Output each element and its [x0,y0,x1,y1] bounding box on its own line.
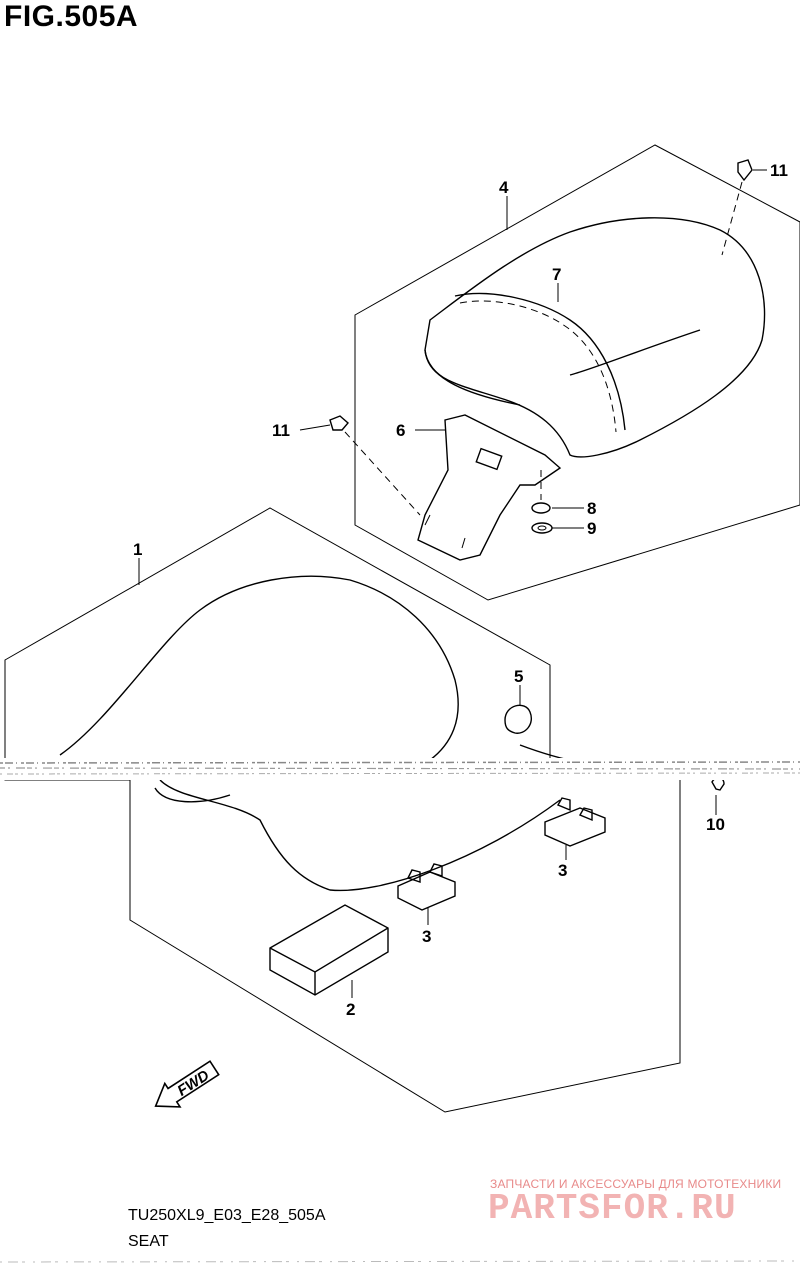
callout-11-left: 11 [272,421,290,440]
callout-9: 9 [587,519,596,538]
washer-icon [531,470,551,514]
front-seat [59,575,651,892]
figure-name: SEAT [128,1233,169,1250]
rear-seat-cushion [424,217,766,458]
callout-1: 1 [133,540,142,559]
callout-7: 7 [552,265,561,284]
watermark-brand: PARTSFOR.RU [488,1188,737,1229]
nut-icon [531,522,553,534]
callout-6: 6 [396,421,405,440]
screw-icon [329,415,349,431]
callout-3-left: 3 [422,927,431,946]
callout-4: 5 [514,667,523,686]
fwd-arrow-icon: FWD [154,1060,220,1108]
callout-leaders [138,169,767,998]
callout-3-right: 3 [558,861,567,880]
scan-noise-band [0,758,800,780]
figure-title: FIG.505A [4,0,139,33]
callout-5: 4 [499,178,509,197]
rear-seat-frame [354,144,800,601]
damper-icon [397,863,456,911]
callout-2: 2 [346,1000,355,1019]
watermark-subtitle: ЗАПЧАСТИ И АКСЕССУАРЫ ДЛЯ МОТОТЕХНИКИ [490,1177,782,1191]
pad-icon [269,904,389,996]
front-seat-frame [4,507,681,1113]
cap-icon [504,704,532,734]
callout-10: 10 [706,815,725,834]
damper-icon [544,797,606,847]
callout-11-right: 11 [770,161,788,180]
model-code: TU250XL9_E03_E28_505A [128,1207,326,1224]
screw-icon [737,159,753,182]
seat-bracket [417,414,562,561]
callout-8: 8 [587,499,596,518]
